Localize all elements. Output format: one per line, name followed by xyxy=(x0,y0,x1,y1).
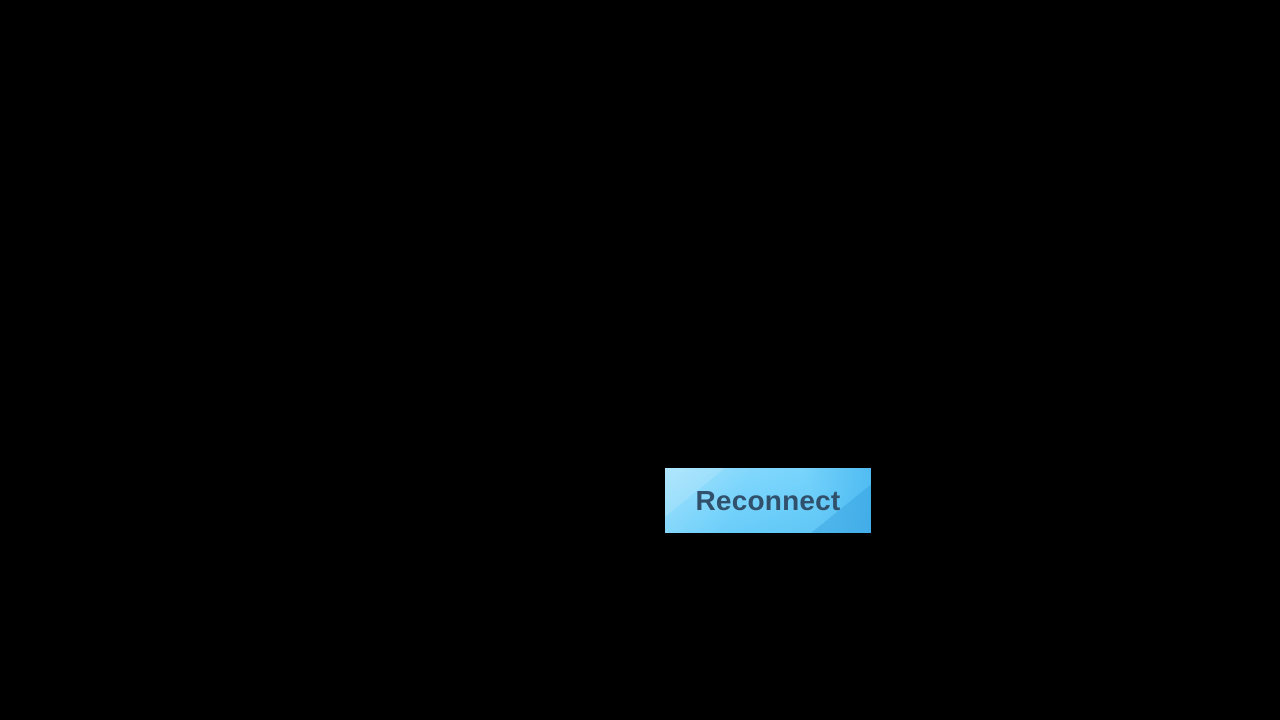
reconnect-button[interactable]: Reconnect xyxy=(665,468,871,533)
reconnect-button-label: Reconnect xyxy=(695,484,841,516)
